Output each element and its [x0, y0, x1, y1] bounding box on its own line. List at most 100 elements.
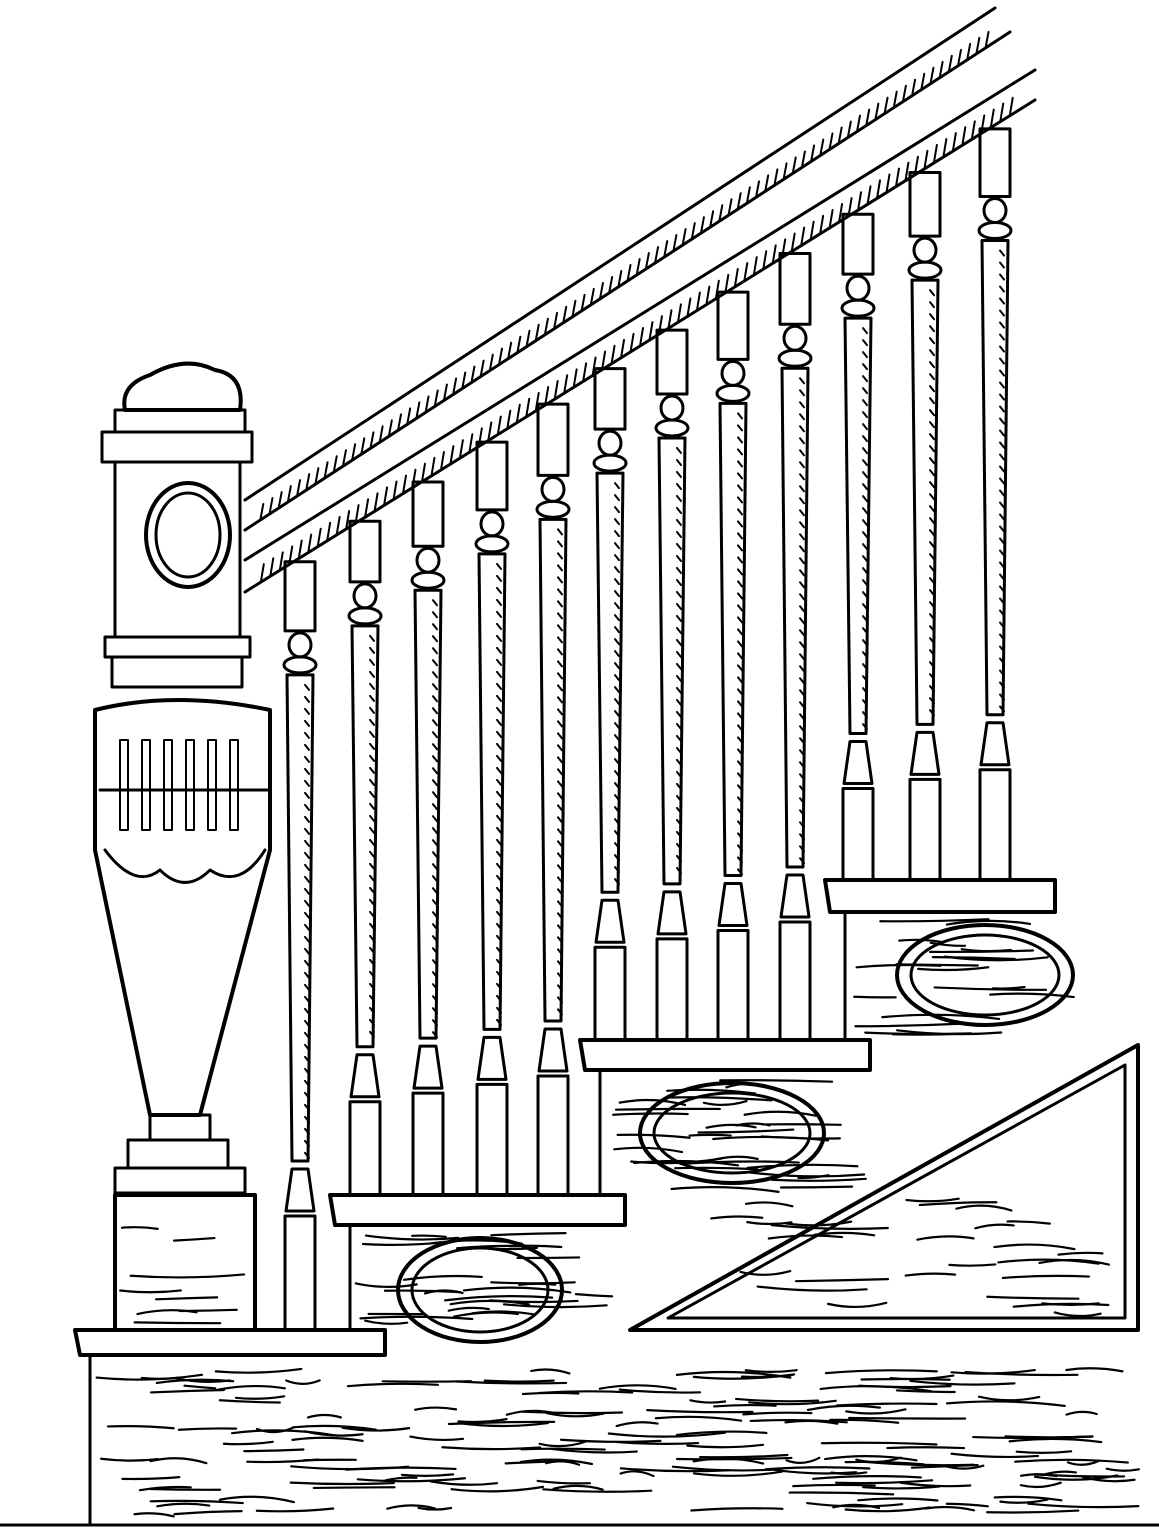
- hatch-stroke: [1034, 1474, 1124, 1476]
- hatch-stroke: [521, 1460, 592, 1464]
- hatch-stroke: [990, 994, 1073, 997]
- hatch-stroke: [491, 1282, 574, 1283]
- hatch-stroke: [356, 1283, 417, 1286]
- hatch-stroke: [156, 1297, 217, 1299]
- hatch-stroke: [700, 1455, 787, 1457]
- hatch-stroke: [538, 1481, 590, 1483]
- hatch-stroke: [220, 1497, 294, 1502]
- hatch-stroke: [561, 1440, 660, 1442]
- hatch-stroke: [736, 1399, 818, 1401]
- hatch-stroke: [1058, 1253, 1102, 1255]
- hatch-stroke: [987, 1297, 1078, 1299]
- flute: [230, 740, 238, 830]
- hatch-stroke: [491, 1233, 565, 1235]
- hatch-stroke: [745, 1112, 816, 1116]
- hatch-stroke: [854, 997, 896, 998]
- hatch-stroke: [1010, 1439, 1102, 1442]
- hatch-stroke: [613, 1114, 687, 1115]
- hatch-stroke: [748, 1165, 858, 1168]
- hatch-stroke: [291, 1483, 394, 1484]
- hatch-stroke: [291, 1466, 408, 1469]
- hatch-stroke: [796, 1279, 888, 1281]
- hatch-stroke: [808, 1406, 880, 1410]
- hatch-stroke: [157, 1380, 233, 1383]
- hatch-stroke: [815, 1233, 874, 1235]
- hatch-stroke: [304, 1460, 356, 1461]
- baluster: [537, 404, 569, 1195]
- hatch-stroke: [698, 1130, 793, 1133]
- hatch-stroke: [220, 1400, 280, 1402]
- hatch-stroke: [998, 1260, 1098, 1264]
- hatch-stroke: [174, 1511, 241, 1514]
- hatch-stroke: [459, 1419, 507, 1422]
- hatch-stroke: [787, 1458, 820, 1463]
- hatch-stroke: [656, 1417, 741, 1421]
- baluster: [909, 173, 941, 880]
- flute: [208, 740, 216, 830]
- hatch-stroke: [540, 1441, 587, 1446]
- hatch-stroke: [856, 1458, 900, 1462]
- hatch-stroke: [790, 1492, 893, 1494]
- hatch-stroke: [1042, 1303, 1098, 1305]
- hatch-stroke: [758, 1287, 867, 1291]
- hatch-stroke: [857, 965, 941, 967]
- hatch-stroke: [772, 1179, 866, 1181]
- hatch-stroke: [1083, 1477, 1134, 1481]
- hatch-stroke: [749, 1401, 836, 1404]
- hatch-stroke: [236, 1396, 284, 1398]
- hatch-stroke: [464, 1288, 570, 1293]
- hatch-stroke: [308, 1415, 341, 1417]
- hatch-stroke: [621, 1471, 654, 1476]
- hatch-stroke: [935, 987, 1046, 989]
- hatch-stroke: [474, 1247, 537, 1249]
- hatch-stroke: [1067, 1412, 1097, 1415]
- hatch-stroke: [846, 1508, 930, 1512]
- hatch-stroke: [825, 1456, 916, 1460]
- hatch-stroke: [151, 1458, 207, 1463]
- hatch-stroke: [634, 1161, 738, 1165]
- hatch-stroke: [995, 1497, 1062, 1500]
- hatch-stroke: [1015, 1460, 1128, 1463]
- hatch-stroke: [174, 1238, 214, 1241]
- hatch-stroke: [694, 1472, 782, 1476]
- hatch-stroke: [179, 1428, 236, 1429]
- hatch-stroke: [419, 1508, 452, 1510]
- hatch-stroke: [947, 1401, 1065, 1405]
- hatch-stroke: [616, 1109, 720, 1110]
- hatch-stroke: [677, 1372, 790, 1378]
- hatch-stroke: [1066, 1368, 1122, 1371]
- hatch-stroke: [947, 921, 1030, 925]
- hatch-stroke: [899, 940, 940, 942]
- hatch-stroke: [763, 1124, 841, 1125]
- hatch-stroke: [993, 987, 1024, 989]
- hatch-stroke: [994, 1245, 1074, 1250]
- hatch-stroke: [523, 1412, 622, 1413]
- hatch-stroke: [944, 1466, 983, 1469]
- hatch-stroke: [576, 1294, 612, 1296]
- hatch-stroke: [150, 1489, 220, 1490]
- hatch-stroke: [917, 1236, 973, 1239]
- hatch-stroke: [691, 1508, 782, 1510]
- hatch-stroke: [507, 1411, 555, 1415]
- hatch-stroke: [901, 1483, 970, 1486]
- hatch-stroke: [965, 1372, 1077, 1375]
- hatch-stroke: [918, 967, 988, 970]
- hatch-stroke: [826, 1370, 937, 1373]
- hatch-stroke: [887, 1447, 964, 1448]
- hatch-stroke: [859, 1386, 950, 1387]
- hatch-stroke: [807, 1503, 902, 1506]
- hatch-stroke: [949, 1264, 995, 1265]
- hatch-stroke: [504, 1304, 607, 1307]
- rosette: [146, 483, 230, 587]
- baluster: [842, 214, 874, 880]
- hatch-stroke: [151, 1390, 224, 1392]
- hatch-stroke: [1028, 1504, 1138, 1507]
- hatch-stroke: [741, 1271, 791, 1275]
- hatch-stroke: [1003, 1276, 1089, 1278]
- hatch-stroke: [1021, 1483, 1061, 1487]
- hatch-stroke: [101, 1459, 158, 1461]
- hatch-stroke: [667, 1090, 755, 1094]
- hatch-stroke: [925, 1507, 974, 1510]
- hatch-stroke: [855, 1024, 962, 1027]
- baluster: [717, 292, 749, 1040]
